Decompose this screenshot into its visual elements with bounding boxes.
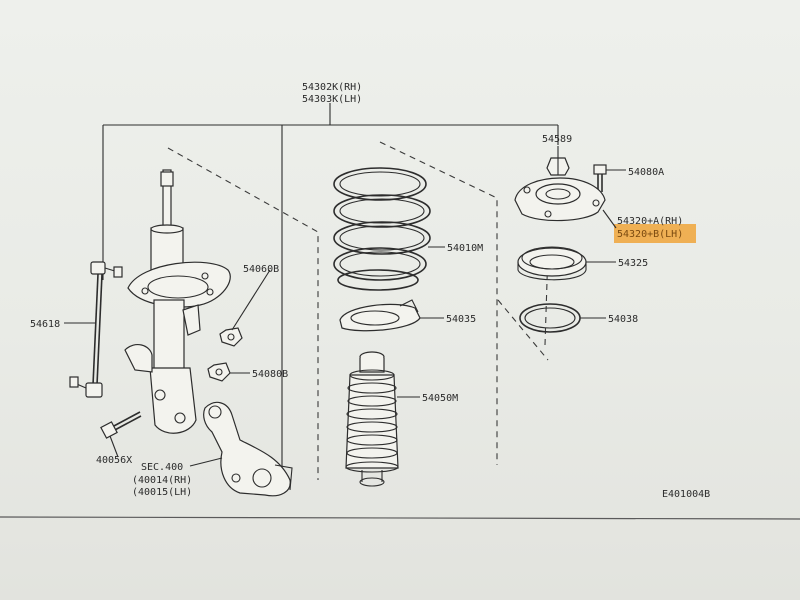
- label-knuckle-lh: (40015(LH): [132, 487, 192, 498]
- label-bolt-knuckle: 40056X: [96, 455, 132, 466]
- top-nut: [546, 157, 570, 176]
- label-assembly-rh: 54302K(RH): [302, 82, 362, 93]
- spring-seat-54035: [339, 299, 421, 332]
- label-knuckle-rh: (40014(RH): [132, 475, 192, 486]
- assembly-bracket: [102, 103, 559, 470]
- label-stabilizer: 54618: [30, 319, 60, 330]
- label-nut-mid: 54060B: [243, 264, 279, 275]
- label-mount-rh: 54320+A(RH): [617, 216, 683, 227]
- label-nut-top: 54589: [542, 134, 572, 145]
- label-mount-lh: 54320+B(LH): [617, 229, 683, 240]
- strut-assembly: [124, 169, 231, 434]
- label-spring: 54010M: [447, 243, 483, 254]
- label-seat: 54325: [618, 258, 648, 269]
- label-assembly-lh: 54303K(LH): [302, 94, 362, 105]
- nut-54060B: [219, 327, 243, 347]
- label-seat-lower: 54035: [446, 314, 476, 325]
- bearing: [519, 303, 581, 333]
- label-bound-bumper: 54050M: [422, 393, 458, 404]
- strut-mount: [514, 177, 606, 222]
- label-figure-id: E401004B: [662, 489, 710, 500]
- knuckle-bolt: [100, 411, 142, 439]
- bound-bumper: [345, 351, 399, 487]
- label-sec-ref: SEC.400: [141, 462, 183, 473]
- label-highlight: [614, 224, 696, 243]
- label-nut-low: 54080B: [252, 369, 288, 380]
- steering-knuckle: [203, 401, 293, 497]
- label-bearing: 54038: [608, 314, 638, 325]
- leader-lines: [64, 146, 626, 467]
- coil-spring: [333, 167, 431, 291]
- label-bolt-top: 54080A: [628, 167, 664, 178]
- upper-seat: [517, 246, 587, 281]
- frame-line: [0, 516, 800, 520]
- nut-54080B: [207, 362, 231, 382]
- stabilizer-link: [69, 261, 123, 398]
